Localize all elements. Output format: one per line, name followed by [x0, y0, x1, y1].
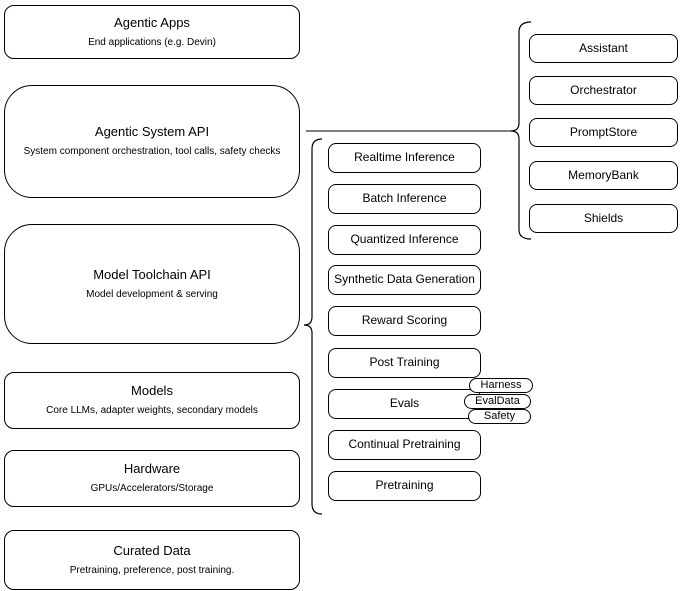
toolchain-box-quantized-inference: Quantized Inference — [328, 225, 481, 255]
component-box-orchestrator: Orchestrator — [529, 76, 678, 105]
toolchain-box-reward-scoring: Reward Scoring — [328, 306, 481, 336]
eval-tag-evaldata: EvalData — [464, 394, 531, 409]
node-curated-data: Curated Data Pretraining, preference, po… — [4, 530, 300, 590]
toolchain-box-batch-inference: Batch Inference — [328, 184, 481, 214]
node-title: Model Toolchain API — [93, 266, 211, 282]
toolchain-box-pretraining: Pretraining — [328, 471, 481, 501]
toolchain-box-realtime-inference: Realtime Inference — [328, 143, 481, 173]
node-agentic-apps: Agentic Apps End applications (e.g. Devi… — [4, 5, 300, 59]
node-hardware: Hardware GPUs/Accelerators/Storage — [4, 450, 300, 507]
toolchain-box-post-training: Post Training — [328, 348, 481, 378]
toolchain-box-continual-pretraining: Continual Pretraining — [328, 430, 481, 460]
node-title: Hardware — [123, 461, 181, 477]
brace-system-components — [510, 21, 532, 240]
component-box-memorybank: MemoryBank — [529, 161, 678, 190]
node-title: Agentic Apps — [114, 14, 190, 30]
node-subtitle: System component orchestration, tool cal… — [23, 146, 281, 158]
node-subtitle: Core LLMs, adapter weights, secondary mo… — [46, 405, 258, 417]
eval-tag-safety: Safety — [468, 409, 531, 424]
component-box-shields: Shields — [529, 204, 678, 233]
node-subtitle: Model development & serving — [86, 288, 218, 300]
node-title: Models — [131, 383, 173, 399]
brace-toolchain — [303, 138, 323, 515]
component-box-assistant: Assistant — [529, 34, 678, 63]
node-subtitle: End applications (e.g. Devin) — [88, 36, 216, 48]
node-models: Models Core LLMs, adapter weights, secon… — [4, 372, 300, 429]
toolchain-box-synthetic-data-generation: Synthetic Data Generation — [328, 265, 481, 295]
node-model-toolchain-api: Model Toolchain API Model development & … — [4, 224, 300, 344]
node-subtitle: Pretraining, preference, post training. — [69, 564, 235, 576]
toolchain-box-evals: Evals — [328, 389, 481, 419]
node-title: Agentic System API — [94, 124, 210, 140]
eval-tag-harness: Harness — [469, 378, 533, 393]
node-agentic-system-api: Agentic System API System component orch… — [4, 85, 300, 198]
node-subtitle: GPUs/Accelerators/Storage — [90, 483, 214, 495]
component-box-promptstore: PromptStore — [529, 118, 678, 147]
node-title: Curated Data — [113, 542, 191, 558]
